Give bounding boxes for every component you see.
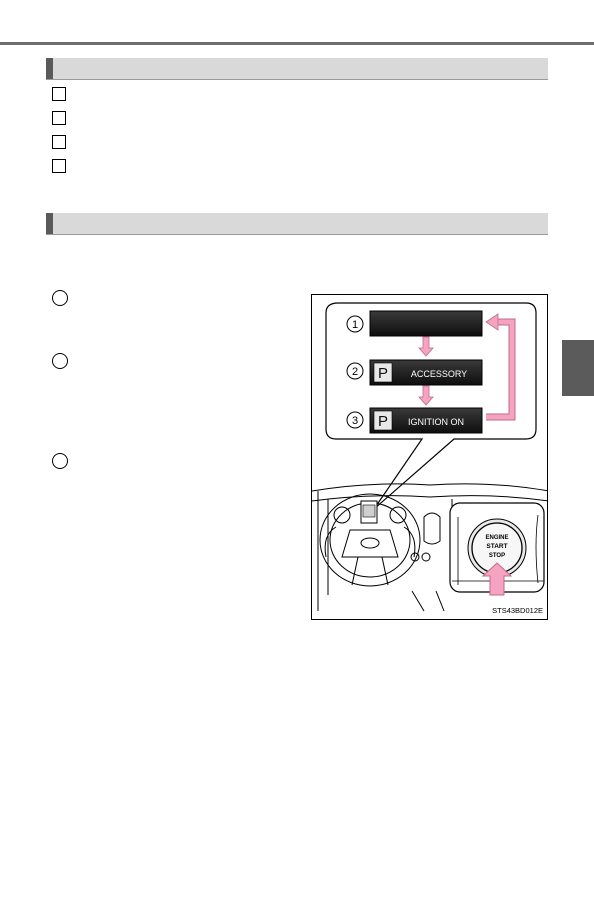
- section-header-accent: [46, 58, 53, 79]
- checkbox-2[interactable]: [52, 111, 66, 125]
- section-header-2: [46, 213, 548, 235]
- down-arrow-icon: [418, 336, 434, 357]
- checkbox-3[interactable]: [52, 135, 66, 149]
- step-number: 3: [352, 415, 358, 427]
- ignition-mode-figure: 1 2 3 P ACCESSORY P IGNITION ON: [311, 294, 548, 620]
- checkbox-1[interactable]: [52, 87, 66, 101]
- step-marker-3: 3: [346, 411, 364, 429]
- step-marker-1: 1: [346, 315, 364, 333]
- section-header-1: [46, 58, 548, 80]
- accessory-label: ACCESSORY: [411, 369, 467, 379]
- display-ignition-on: P IGNITION ON: [369, 407, 483, 434]
- button-text-engine: ENGINE: [485, 535, 508, 541]
- step-number: 2: [352, 366, 358, 378]
- ignition-on-label: IGNITION ON: [408, 417, 464, 427]
- dashboard-illustration: [312, 483, 547, 612]
- display-off: [369, 310, 483, 337]
- button-text-start: START: [486, 543, 507, 550]
- down-arrow-icon: [418, 385, 434, 406]
- top-rule: [0, 42, 594, 45]
- chapter-side-tab: [562, 340, 594, 396]
- step-circle-1: [52, 290, 68, 306]
- button-text-stop: STOP: [489, 553, 505, 559]
- step-circle-2: [52, 353, 68, 369]
- display-accessory: P ACCESSORY: [369, 359, 483, 386]
- figure-code: STS43BD012E: [492, 606, 543, 615]
- step-circle-3: [52, 453, 68, 469]
- cycle-return-arrow-icon: [485, 313, 516, 421]
- checkbox-4[interactable]: [52, 159, 66, 173]
- engine-start-stop-button[interactable]: ENGINE START STOP: [467, 518, 527, 578]
- step-marker-2: 2: [346, 362, 364, 380]
- callout-bubble: [325, 302, 537, 510]
- gear-indicator: P: [378, 365, 388, 382]
- press-arrow-icon: [481, 562, 513, 596]
- gear-indicator: P: [378, 413, 388, 430]
- step-number: 1: [352, 319, 358, 331]
- section-header-accent: [46, 213, 53, 234]
